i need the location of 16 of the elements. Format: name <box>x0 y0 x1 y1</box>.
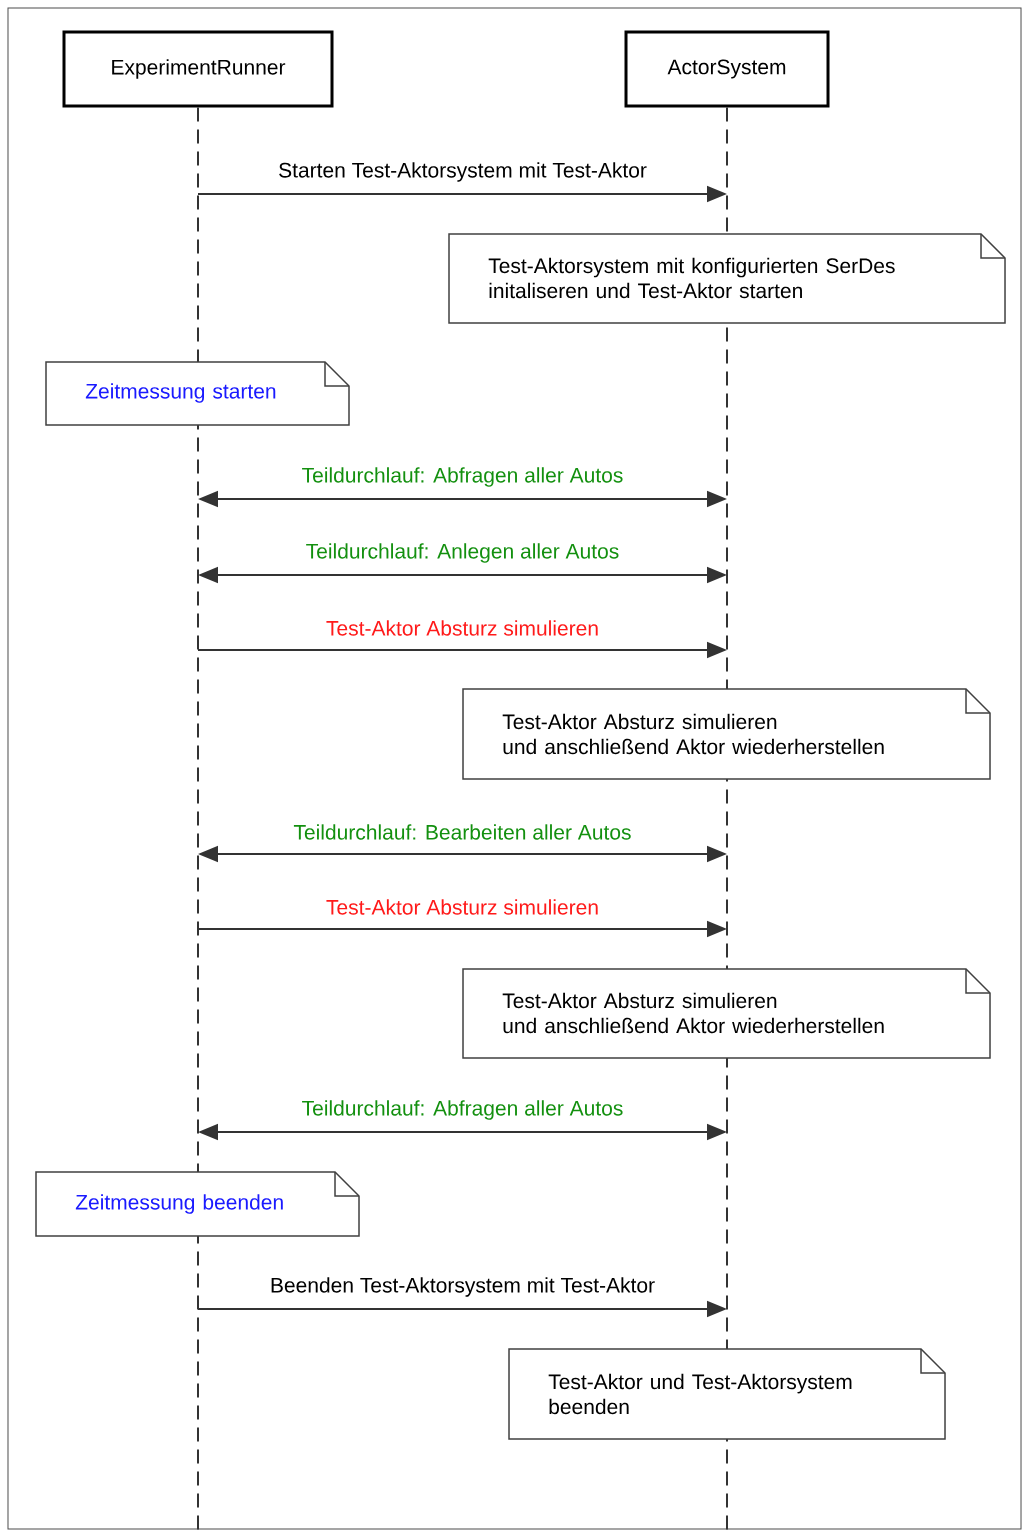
participant-box: ExperimentRunner <box>62 30 334 108</box>
note: Zeitmessung beenden <box>35 1171 360 1237</box>
edge-label: Beenden Test-Aktorsystem mit Test-Aktor <box>268 1276 657 1298</box>
edge-label: Teildurchlauf: Bearbeiten aller Autos <box>292 823 633 841</box>
edge-label: Teildurchlauf: Abfragen aller Autos <box>300 1099 625 1121</box>
note: Test-Aktor und Test-Aktorsystem beenden <box>508 1348 946 1440</box>
note: Test-Aktor Absturz simulieren und anschließend Aktor wiederherstellen <box>462 688 991 780</box>
note: Test-Aktor Absturz simulieren und anschließend Aktor wiederherstellen <box>462 968 991 1059</box>
edge-label: Test-Aktor Absturz simulieren <box>324 619 601 637</box>
note: Test-Aktorsystem mit konfigurierten SerDes initaliseren und Test-Aktor starten <box>448 233 1006 324</box>
participant-box: ActorSystem <box>624 30 830 108</box>
note: Zeitmessung starten <box>45 361 350 426</box>
edge-label: Teildurchlauf: Abfragen aller Autos <box>300 466 625 488</box>
edge-label: Starten Test-Aktorsystem mit Test-Aktor <box>277 161 648 183</box>
edge-label: Test-Aktor Absturz simulieren <box>324 898 601 916</box>
edge-label: Teildurchlauf: Anlegen aller Autos <box>304 542 621 564</box>
